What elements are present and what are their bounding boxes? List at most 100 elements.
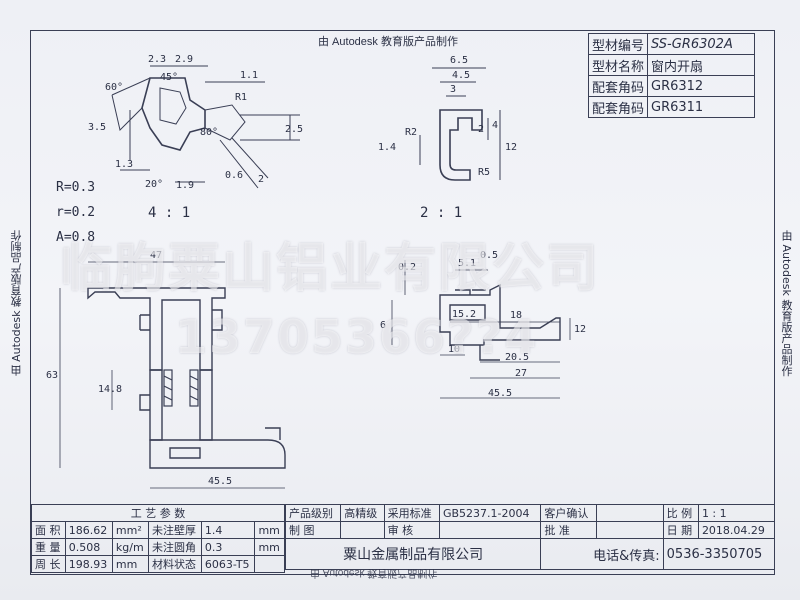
product-level: 高精级	[340, 504, 385, 522]
process-row: 周 长 198.93 mm 材料状态 6063-T5	[31, 555, 285, 573]
process-key: 材料状态	[147, 555, 202, 573]
dim-text: 2	[478, 124, 484, 135]
process-row: 面 积 186.62 mm² 未注壁厚 1.4 mm	[31, 521, 285, 539]
dim-text: 63	[46, 370, 58, 381]
process-key: 面 积	[31, 521, 66, 539]
product-level-label: 产品级别	[284, 504, 342, 522]
title-row: 型材名称 窗内开扇	[587, 54, 756, 76]
date-label: 日 期	[662, 521, 699, 539]
customer-label: 客户确认	[540, 504, 597, 522]
standard-label: 采用标准	[383, 504, 440, 522]
process-unit	[254, 555, 285, 573]
process-unit: mm	[111, 555, 149, 573]
detail-a-shape	[111, 65, 300, 189]
info-row: 产品级别 高精级 采用标准 GB5237.1-2004 客户确认 比 例 1 :…	[284, 504, 776, 522]
dim-text: 2.5	[285, 124, 303, 135]
scale-label: 比 例	[662, 504, 699, 522]
right-dimension-lines	[391, 260, 571, 399]
scale-detail-b: 2 : 1	[420, 205, 463, 221]
title-row: 配套角码 GR6311	[587, 96, 756, 118]
bottom-note: 由 Autodesk 教育版产品制作	[310, 567, 438, 578]
dim-text: 10	[448, 344, 460, 355]
gasket-shapes	[163, 369, 199, 407]
customer-value	[595, 504, 664, 522]
process-unit: mm	[254, 521, 285, 539]
dim-text: 4	[492, 120, 498, 131]
dim-text: 6	[380, 320, 386, 331]
title-label: 配套角码	[587, 75, 649, 97]
detail-a-dims: 2.3 2.9 1.1 3.5 R1 2.5 1.3 20° 1.9 0.6 2…	[88, 54, 303, 191]
dim-text: 12	[574, 324, 586, 335]
dim-text: 20.5	[505, 352, 529, 363]
detail-b-dims: 6.5 4.5 3 R2 1.4 2 4 12 R5	[378, 55, 517, 178]
standard: GB5237.1-2004	[438, 504, 542, 522]
dim-text: 12	[505, 142, 517, 153]
process-value: 186.62	[64, 521, 113, 539]
drawing-frame	[30, 30, 775, 575]
dim-text: 0.2	[398, 262, 416, 273]
watermark-company: 临朐粟山铝业有限公司	[60, 239, 601, 299]
approve-label: 批 准	[540, 521, 597, 539]
process-key: 未注圆角	[147, 538, 202, 556]
process-table: 工 艺 参 数 面 积 186.62 mm² 未注壁厚 1.4 mm 重 量 0…	[31, 504, 285, 573]
title-value: 窗内开扇	[647, 54, 756, 76]
right-dims: 0.2 5.1 0.5 15.2 18 6 10 12 20.5 27 45.5	[380, 250, 586, 399]
dim-text: 45.5	[488, 388, 512, 399]
dim-text: 3.5	[88, 122, 106, 133]
process-unit: mm²	[111, 521, 149, 539]
dim-text: 27	[515, 368, 527, 379]
dim-text: 4.5	[452, 70, 470, 81]
dim-text: 47	[150, 250, 162, 261]
dim-text: R5	[478, 167, 490, 178]
process-value: 0.508	[64, 538, 113, 556]
process-key: 未注壁厚	[147, 521, 202, 539]
dim-text: 1.9	[176, 180, 194, 191]
process-value: 1.4	[200, 521, 256, 539]
dim-text: 80°	[200, 127, 218, 138]
process-value: 6063-T5	[200, 555, 256, 573]
review-label: 审 核	[383, 521, 440, 539]
radius-small: r=0.2	[56, 205, 96, 220]
process-unit: mm	[254, 538, 285, 556]
scale-detail-a: 4 : 1	[148, 205, 191, 221]
dim-text: R2	[405, 127, 417, 138]
dim-text: 0.6	[225, 170, 243, 181]
draw-label: 制 图	[284, 521, 342, 539]
radius-big: R=0.3	[56, 180, 96, 195]
dim-text: 14.8	[98, 384, 122, 395]
scale-value: 1 : 1	[697, 504, 776, 522]
process-value: 198.93	[64, 555, 113, 573]
dim-text: 3	[450, 84, 456, 95]
angle-a: A=0.8	[56, 230, 96, 245]
dim-text: 1.4	[378, 142, 396, 153]
info-table: 产品级别 高精级 采用标准 GB5237.1-2004 客户确认 比 例 1 :…	[284, 504, 776, 570]
process-row: 重 量 0.508 kg/m 未注圆角 0.3 mm	[31, 538, 285, 556]
dim-text: 2	[258, 174, 264, 185]
dim-text: 2.3	[148, 54, 166, 65]
info-row: 粟山金属制品有限公司 电话&传真: 0536-3350705	[284, 538, 776, 570]
phone-value: 0536-3350705	[662, 538, 776, 570]
main-dimension-lines	[59, 261, 285, 489]
watermark-phone: 13705366??4	[175, 310, 539, 364]
title-label: 配套角码	[587, 96, 649, 118]
process-unit: kg/m	[111, 538, 149, 556]
dim-text: 45°	[160, 72, 178, 83]
process-key: 重 量	[31, 538, 66, 556]
dim-text: 6.5	[450, 55, 468, 66]
dim-text: 18	[510, 310, 522, 321]
phone-label: 电话&传真:	[540, 538, 664, 570]
main-dims: 47 63 14.8 45.5	[46, 250, 232, 487]
process-header-row: 工 艺 参 数	[31, 504, 285, 522]
dim-text: 60°	[105, 82, 123, 93]
title-value: GR6311	[647, 96, 756, 118]
process-value: 0.3	[200, 538, 256, 556]
date-value: 2018.04.29	[697, 521, 776, 539]
title-block: 型材编号 SS-GR6302A 型材名称 窗内开扇 配套角码 GR6312 配套…	[587, 33, 756, 118]
dim-text: 5.1	[458, 258, 476, 269]
info-row: 制 图 审 核 批 准 日 期 2018.04.29	[284, 521, 776, 539]
top-note: 由 Autodesk 教育版产品制作	[318, 36, 458, 48]
dim-text: 0.5	[480, 250, 498, 261]
side-note-right: 由 Autodesk 教育版产品制作	[780, 230, 793, 377]
